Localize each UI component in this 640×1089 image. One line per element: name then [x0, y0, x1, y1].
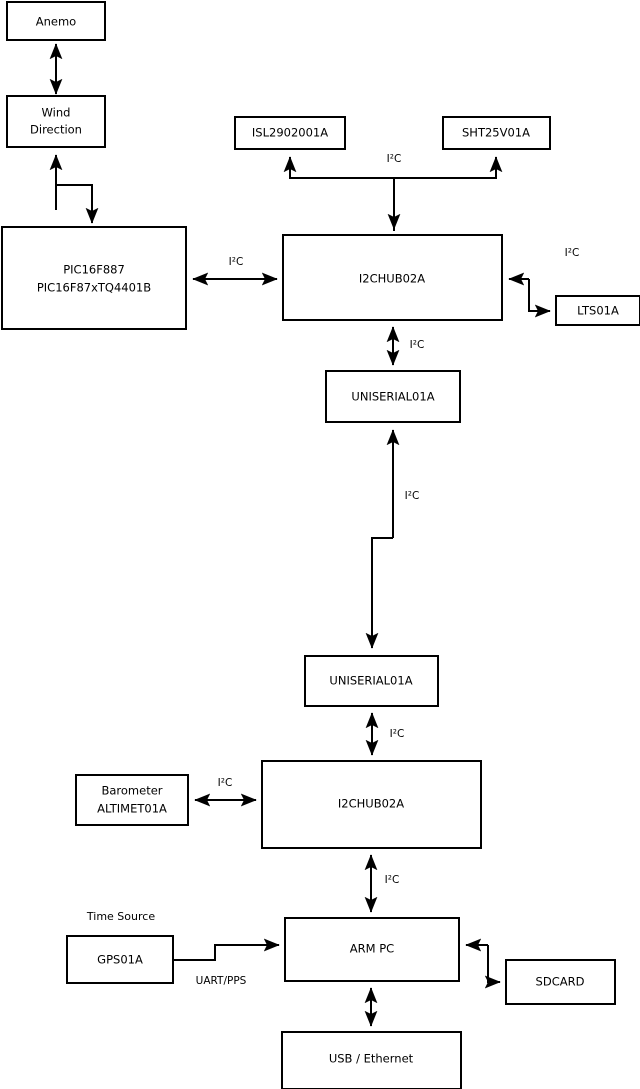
edge-hubtop-sensors — [283, 156, 503, 231]
node-lts01a-label: LTS01A — [577, 304, 619, 318]
node-uniserial01a-top-label: UNISERIAL01A — [351, 390, 434, 404]
edge-label-i2c-hub-lts: I²C — [565, 247, 580, 259]
node-sdcard-label: SDCARD — [536, 975, 585, 989]
node-usb-ethernet-label: USB / Ethernet — [329, 1052, 414, 1066]
node-isl2902001a-label: ISL2902001A — [252, 126, 328, 140]
edge-uniserial-link — [365, 429, 400, 649]
node-sht25v01a[interactable]: SHT25V01A — [442, 116, 551, 150]
node-arm-pc-label: ARM PC — [350, 942, 394, 956]
node-uniserial01a-bottom[interactable]: UNISERIAL01A — [304, 655, 439, 707]
edge-gps-armpc — [173, 938, 280, 961]
edge-label-i2c-hub2-armpc: I²C — [385, 874, 400, 886]
node-gps01a[interactable]: GPS01A — [66, 935, 174, 984]
node-wind-direction[interactable]: Wind Direction — [6, 95, 106, 148]
edge-winddir-pic — [49, 154, 99, 224]
node-pic-mcu[interactable]: PIC16F887 PIC16F87xTQ4401B — [1, 226, 187, 330]
node-barometer[interactable]: Barometer ALTIMET01A — [75, 774, 189, 826]
edge-label-i2c-uniserial-link: I²C — [405, 490, 420, 502]
label-time-source: Time Source — [86, 910, 155, 923]
edge-armpc-sdcard — [465, 938, 501, 989]
edge-label-i2c-hub-sensors: I²C — [387, 153, 402, 165]
edge-label-i2c-hub-uniserial: I²C — [410, 339, 425, 351]
node-i2chub02a-bottom-label: I2CHUB02A — [338, 797, 404, 811]
node-uniserial01a-bottom-label: UNISERIAL01A — [329, 674, 412, 688]
node-i2chub02a-bottom[interactable]: I2CHUB02A — [261, 760, 482, 849]
node-i2chub02a-top[interactable]: I2CHUB02A — [282, 234, 503, 321]
edge-label-i2c-barometer-hub2: I²C — [218, 777, 233, 789]
node-pic-mcu-label-line2: PIC16F87xTQ4401B — [37, 281, 151, 295]
edge-hubtop-lts — [508, 272, 551, 318]
node-anemo[interactable]: Anemo — [6, 1, 106, 41]
node-barometer-label-line1: Barometer — [101, 784, 162, 798]
node-pic-mcu-label-line1: PIC16F887 — [63, 263, 125, 277]
node-sht25v01a-label: SHT25V01A — [462, 126, 530, 140]
edge-label-i2c-uniserial-hub2: I²C — [390, 728, 405, 740]
edge-label-uart-pps: UART/PPS — [196, 975, 247, 987]
node-uniserial01a-top[interactable]: UNISERIAL01A — [325, 370, 461, 423]
node-anemo-label: Anemo — [36, 15, 76, 29]
node-usb-ethernet[interactable]: USB / Ethernet — [281, 1031, 462, 1089]
node-wind-direction-label-line1: Wind — [42, 106, 71, 120]
edge-label-i2c-pic-hub: I²C — [229, 256, 244, 268]
node-gps01a-label: GPS01A — [97, 953, 143, 967]
node-lts01a[interactable]: LTS01A — [555, 295, 640, 326]
node-i2chub02a-top-label: I2CHUB02A — [359, 272, 425, 286]
node-arm-pc[interactable]: ARM PC — [284, 917, 460, 982]
node-barometer-label-line2: ALTIMET01A — [97, 802, 167, 816]
node-wind-direction-label-line2: Direction — [30, 123, 82, 137]
node-sdcard[interactable]: SDCARD — [505, 959, 616, 1005]
node-isl2902001a[interactable]: ISL2902001A — [234, 116, 346, 150]
